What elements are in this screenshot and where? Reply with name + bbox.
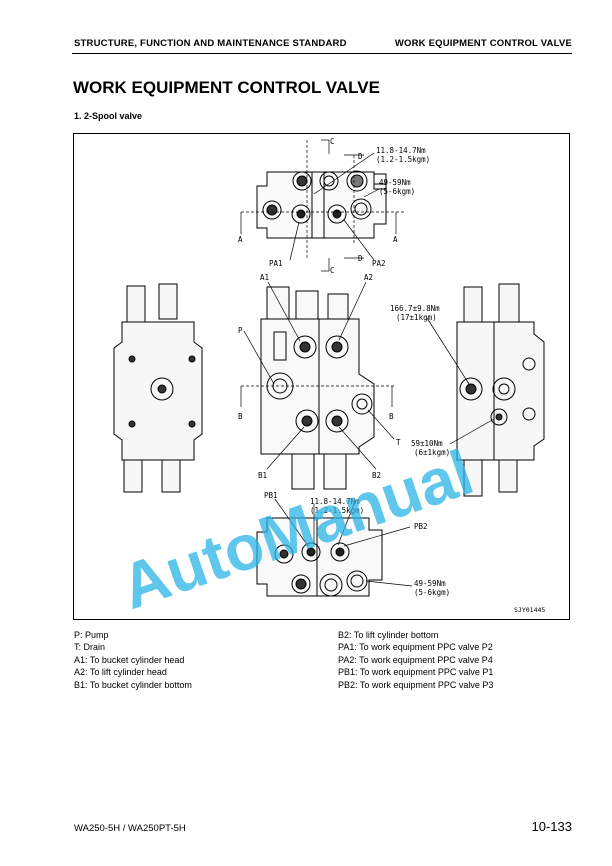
label-pb1: PB1 bbox=[264, 491, 278, 500]
top-view bbox=[256, 170, 387, 239]
label-b-right: B bbox=[389, 412, 394, 421]
section-subtitle: 1. 2-Spool valve bbox=[74, 111, 143, 121]
label-b2: B2 bbox=[372, 471, 381, 480]
legend-item: PA1: To work equipment PPC valve P2 bbox=[338, 642, 493, 653]
right-side-callouts bbox=[426, 317, 495, 445]
legend-item: A1: To bucket cylinder head bbox=[74, 654, 185, 665]
right-side-view bbox=[456, 283, 545, 497]
left-side-view bbox=[113, 283, 203, 493]
label-b-left: B bbox=[238, 412, 243, 421]
label-p: P bbox=[238, 326, 243, 335]
legend-item: PA2: To work equipment PPC valve P4 bbox=[338, 654, 493, 665]
header-chapter-title: WORK EQUIPMENT CONTROL VALVE bbox=[394, 38, 572, 49]
label-d-bottom: D bbox=[358, 254, 363, 263]
legend-item: B1: To bucket cylinder bottom bbox=[74, 679, 192, 690]
figure-code: SJY01445 bbox=[514, 606, 545, 614]
label-b1: B1 bbox=[258, 471, 267, 480]
top-view-callouts bbox=[240, 139, 404, 272]
valve-diagram: C D C D A A PA1 PA2 11.8-14.7Nm (1.2-1.5… bbox=[73, 133, 570, 621]
torque-top-large-2: (5-6kgm) bbox=[379, 187, 415, 196]
torque-bottom-small-2: (1.2-1.5kgm) bbox=[310, 506, 364, 515]
label-c-top: C bbox=[330, 137, 335, 146]
valve-drawing: C D C D A A PA1 PA2 11.8-14.7Nm (1.2-1.5… bbox=[112, 137, 545, 621]
label-pa2: PA2 bbox=[372, 259, 386, 268]
legend-left: P: Pump T: Drain A1: To bucket cylinder … bbox=[74, 629, 192, 691]
bottom-view bbox=[256, 517, 383, 597]
label-a-right: A bbox=[393, 235, 398, 244]
label-a-left: A bbox=[238, 235, 243, 244]
legend-item: T: Drain bbox=[74, 642, 106, 653]
label-t: T bbox=[396, 438, 401, 447]
page-title: WORK EQUIPMENT CONTROL VALVE bbox=[73, 78, 380, 97]
footer-model: WA250-5H / WA250PT-5H bbox=[74, 823, 186, 834]
label-d-top: D bbox=[358, 152, 363, 161]
bottom-view-callouts bbox=[274, 498, 413, 587]
label-pb2: PB2 bbox=[414, 522, 428, 531]
torque-right-lower-2: (6±1kgm) bbox=[414, 448, 450, 457]
legend-item: P: Pump bbox=[74, 630, 109, 640]
torque-right-2: (17±1kgm) bbox=[396, 313, 437, 322]
torque-top-large-1: 49-59Nm bbox=[379, 178, 411, 187]
label-a2: A2 bbox=[364, 273, 373, 282]
legend-right: B2: To lift cylinder bottom PA1: To work… bbox=[338, 629, 493, 691]
label-a1: A1 bbox=[260, 273, 269, 282]
torque-top-small-1: 11.8-14.7Nm bbox=[376, 146, 426, 155]
legend-item: B2: To lift cylinder bottom bbox=[338, 630, 439, 640]
page-number: 10-133 bbox=[531, 819, 572, 834]
front-view bbox=[260, 286, 375, 490]
header-section-title: STRUCTURE, FUNCTION AND MAINTENANCE STAN… bbox=[74, 38, 347, 49]
torque-bottom-small-1: 11.8-14.7Nm bbox=[310, 497, 360, 506]
front-view-callouts bbox=[240, 281, 395, 470]
legend-item: A2: To lift cylinder head bbox=[74, 667, 167, 678]
torque-bottom-large-2: (5-6kgm) bbox=[414, 588, 450, 597]
torque-right-lower-1: 59±10Nm bbox=[411, 439, 443, 448]
torque-top-small-2: (1.2-1.5kgm) bbox=[376, 155, 430, 164]
torque-bottom-large-1: 49-59Nm bbox=[414, 579, 446, 588]
legend-item: PB2: To work equipment PPC valve P3 bbox=[338, 679, 494, 690]
label-pa1: PA1 bbox=[269, 259, 283, 268]
legend-item: PB1: To work equipment PPC valve P1 bbox=[338, 667, 494, 678]
header-rule bbox=[72, 53, 572, 54]
torque-right-1: 166.7±9.8Nm bbox=[390, 304, 440, 313]
label-c-bottom: C bbox=[330, 266, 335, 275]
